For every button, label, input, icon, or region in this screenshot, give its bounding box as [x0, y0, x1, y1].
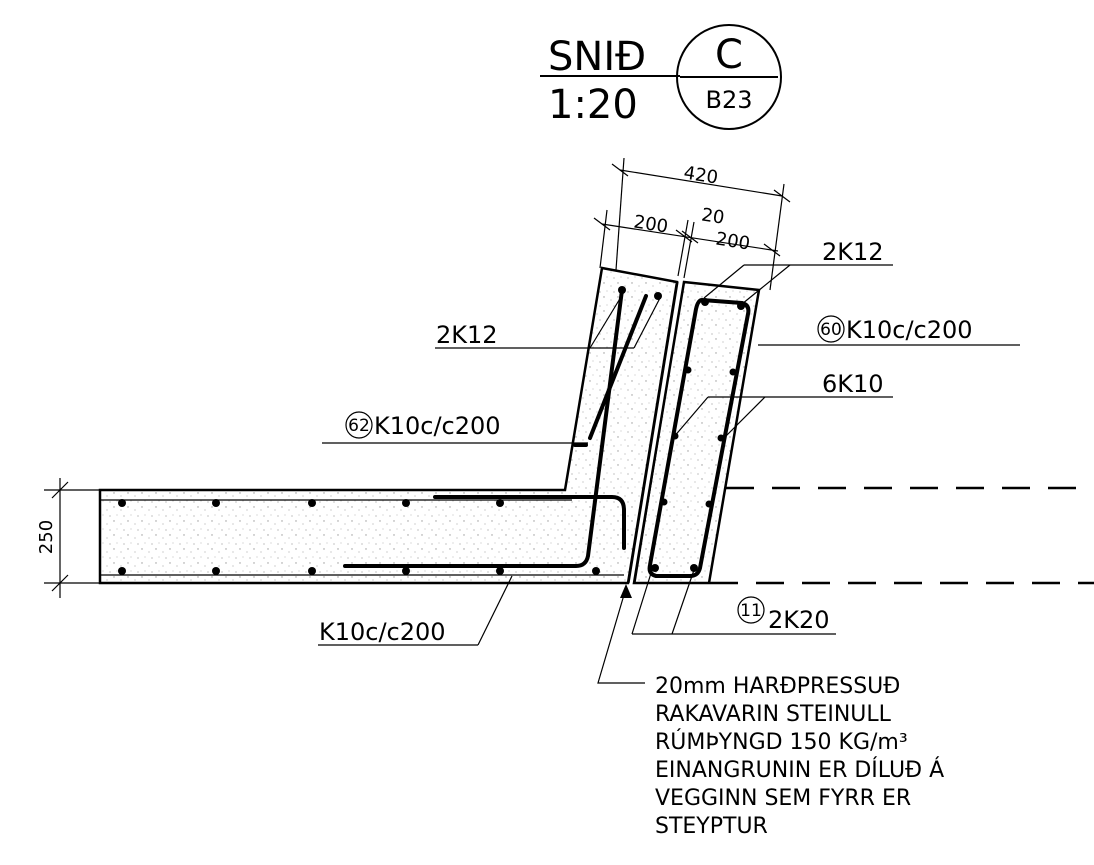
- label-bottom-bars: 2K20: [768, 606, 830, 634]
- extension-line: [769, 183, 785, 291]
- mark-circle: [817, 315, 845, 343]
- tick: [51, 481, 69, 499]
- wall-inner-bar: [588, 294, 648, 440]
- rebar-dot: [592, 567, 600, 575]
- label-left-stirrups: K10c/c200: [374, 412, 501, 440]
- tick: [51, 574, 69, 592]
- rebar-dot: [737, 302, 745, 310]
- extension-line: [677, 219, 689, 277]
- note-line: STEYPTUR: [655, 814, 768, 839]
- leader-line: [672, 396, 709, 439]
- left-dimension: 250: [36, 478, 100, 598]
- right-wall-outline: [632, 280, 761, 585]
- rebar-dot: [729, 368, 737, 376]
- leader-line: [633, 297, 661, 349]
- rebar-dot: [618, 286, 626, 294]
- rebar-dot: [308, 567, 316, 575]
- leader-line: [703, 264, 745, 299]
- label-top-right-bars: 2K12: [822, 238, 884, 266]
- rebar-dot: [308, 499, 316, 507]
- rebar-dot: [118, 567, 126, 575]
- title-block: SNIÐ 1:20 C B23: [540, 24, 782, 130]
- rebar-dot: [705, 500, 713, 508]
- note-line: EINANGRUNIN ER DÍLUÐ Á: [655, 757, 944, 783]
- tick: [611, 163, 629, 177]
- rebar-dot: [402, 567, 410, 575]
- tick: [593, 217, 611, 231]
- leader-line: [477, 575, 513, 646]
- label-left-wall-bars: 2K12: [436, 321, 498, 349]
- slab-top-bar-hook: [433, 495, 626, 550]
- dim-slab-height: 250: [36, 520, 57, 554]
- insulation-line-left: [628, 281, 679, 584]
- right-wall: [632, 280, 761, 585]
- leader-line: [741, 264, 791, 305]
- insulation-line-right: [634, 281, 685, 584]
- note-leader: [597, 587, 645, 684]
- mark-bottom-bars: 11: [740, 601, 762, 621]
- insulation-note: 20mm HARÐPRESSUÐ RAKAVARIN STEINULL RÚMÞ…: [655, 674, 944, 839]
- right-wall-stirrup: [647, 298, 751, 578]
- extension-line: [683, 221, 695, 279]
- note-line: RÚMÞYNGD 150 KG/m³: [655, 729, 908, 755]
- tick: [773, 189, 791, 203]
- section-letter: C: [715, 32, 743, 78]
- rebar-dot: [212, 567, 220, 575]
- mark-right-stirrups: 60: [820, 320, 842, 340]
- rebar-dot: [118, 499, 126, 507]
- top-dimensions: 420 200 20 200: [593, 157, 791, 291]
- dim-left-part: 200: [632, 212, 669, 238]
- extension-line: [599, 209, 608, 269]
- rebar-dot: [690, 564, 698, 572]
- scale-label: 1:20: [548, 82, 638, 128]
- sheet-reference: B23: [705, 86, 752, 114]
- note-line: RAKAVARIN STEINULL: [655, 702, 892, 727]
- dim-line-total: [619, 169, 783, 197]
- tick: [763, 243, 781, 257]
- rebar-dot: [684, 366, 692, 374]
- leader-line: [631, 569, 653, 635]
- tick: [681, 230, 699, 244]
- extension-line: [615, 157, 625, 271]
- label-right-stirrups: K10c/c200: [846, 316, 973, 344]
- dim-right-part: 200: [714, 229, 751, 255]
- leader-line: [721, 396, 766, 441]
- rebar-dot: [651, 564, 659, 572]
- leader-line: [589, 291, 625, 349]
- rebar-dot: [496, 567, 504, 575]
- rebar-dot: [212, 499, 220, 507]
- rebar-dot: [701, 298, 709, 306]
- label-right-longitudinal: 6K10: [822, 370, 884, 398]
- dim-total: 420: [682, 163, 719, 189]
- tick: [675, 229, 693, 243]
- label-slab-bars: K10c/c200: [319, 618, 446, 646]
- section-circle: [676, 24, 782, 130]
- note-line: VEGGINN SEM FYRR ER: [655, 786, 911, 811]
- mark-left-stirrups: 62: [348, 416, 370, 436]
- rebar-dot: [660, 498, 668, 506]
- rebar-dot: [654, 292, 662, 300]
- arrowhead-icon: [620, 584, 632, 598]
- rebar-dot: [402, 499, 410, 507]
- slab-bottom-bar: [343, 288, 624, 568]
- note-line: 20mm HARÐPRESSUÐ: [655, 674, 900, 699]
- left-reinforcement: [118, 286, 662, 575]
- leader-line: [671, 569, 695, 635]
- rebar-dot: [496, 499, 504, 507]
- annotations: 2K12 60 K10c/c200 6K10 2K12 62 K10c/c200…: [318, 238, 1020, 684]
- dim-gap: 20: [700, 204, 726, 228]
- mark-circle: [737, 596, 765, 624]
- mark-circle: [345, 411, 373, 439]
- section-word: SNIÐ: [548, 34, 646, 80]
